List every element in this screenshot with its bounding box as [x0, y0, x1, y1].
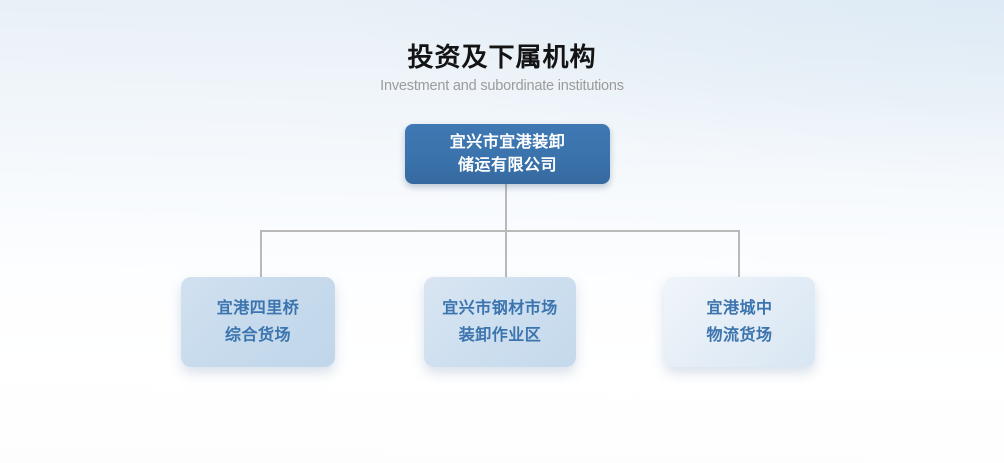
org-node-child-1-line1: 宜港四里桥	[216, 300, 300, 317]
org-node-root: 宜兴市宜港装卸 储运有限公司	[405, 124, 610, 184]
org-node-child-2-label: 宜兴市钢材市场 装卸作业区	[442, 295, 558, 349]
org-node-child-2: 宜兴市钢材市场 装卸作业区	[424, 277, 576, 367]
org-node-child-3-line1: 宜港城中	[706, 300, 773, 317]
connector-drop-middle	[505, 230, 507, 277]
org-node-child-3-label: 宜港城中 物流货场	[706, 295, 772, 349]
section-header: 投资及下属机构 Investment and subordinate insti…	[0, 42, 1004, 95]
org-node-child-1-label: 宜港四里桥 综合货场	[217, 295, 300, 349]
org-node-child-3: 宜港城中 物流货场	[664, 277, 815, 367]
org-node-root-label: 宜兴市宜港装卸 储运有限公司	[450, 131, 566, 177]
org-node-child-1: 宜港四里桥 综合货场	[181, 277, 335, 367]
connector-drop-left	[260, 230, 262, 277]
org-node-root-line2: 储运有限公司	[457, 157, 557, 174]
org-node-child-1-line2: 综合货场	[224, 327, 291, 344]
connector-horizontal-rail	[260, 230, 740, 232]
org-node-child-2-line1: 宜兴市钢材市场	[442, 300, 558, 317]
page-title: 投资及下属机构	[407, 42, 597, 72]
org-node-root-line1: 宜兴市宜港装卸	[449, 134, 566, 151]
org-node-child-3-line2: 物流货场	[706, 327, 773, 344]
org-node-child-2-line2: 装卸作业区	[458, 327, 542, 344]
connector-root-stub	[505, 184, 507, 231]
page-subtitle: Investment and subordinate institutions	[380, 78, 624, 94]
connector-drop-right	[738, 230, 740, 277]
